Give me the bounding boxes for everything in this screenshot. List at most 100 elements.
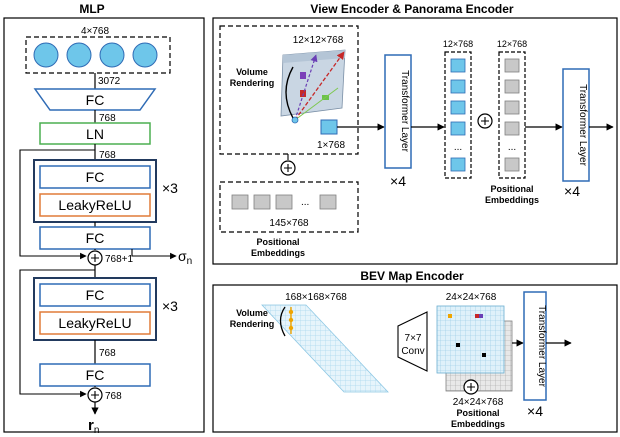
view-pos2-label-1: Positional xyxy=(490,184,533,194)
bev-pos-label-1: Positional xyxy=(456,408,499,418)
bev-encoder-title: BEV Map Encoder xyxy=(360,269,464,283)
mlp-dim-768: 768 xyxy=(99,348,116,359)
view-encoder-title: View Encoder & Panorama Encoder xyxy=(310,2,514,16)
mlp-fc-block xyxy=(39,165,151,189)
view-pos2-box xyxy=(498,51,526,179)
bev-transformer-repeat: ×4 xyxy=(527,403,543,419)
bev-transformer xyxy=(523,291,547,401)
bev-grid-map xyxy=(261,304,389,393)
volume-rendering-box xyxy=(219,25,359,155)
bev-feature-cell xyxy=(479,314,483,318)
mlp-input-token xyxy=(33,42,59,68)
view-tokens-ellipsis: ... xyxy=(454,142,462,153)
mlp-plus-icon xyxy=(91,254,99,262)
view-token-cell xyxy=(450,58,466,73)
bev-feature-grid xyxy=(436,305,505,374)
mlp-input-dim: 4×768 xyxy=(81,26,110,37)
mlp-fc-trapezoid xyxy=(33,88,157,111)
view-plus-icon-2 xyxy=(481,117,489,125)
bev-volume-label-2: Rendering xyxy=(230,319,275,329)
bev-grid-dim: 168×168×768 xyxy=(285,292,347,303)
view-transformer-1 xyxy=(384,54,412,169)
pos-embed-label-2: Embeddings xyxy=(251,248,305,258)
bev-feature-cell xyxy=(482,353,486,357)
mlp-input-token xyxy=(132,42,158,68)
pos-embed-label-1: Positional xyxy=(256,237,299,247)
bev-conv-label-1: 7×7 xyxy=(405,333,422,344)
bev-plus-icon xyxy=(467,383,475,391)
ray-green xyxy=(294,87,339,121)
mlp-dim-768: 768 xyxy=(99,113,116,124)
bev-sample-point xyxy=(288,317,294,323)
mlp-panel: MLP 4×768 3072 FC 768 LN 768 FC LeakyReL… xyxy=(3,2,205,436)
bev-transformer-label: Transformer Layer xyxy=(536,305,547,388)
mlp-fc-label: FC xyxy=(86,230,105,246)
view-pos2-dim: 12×768 xyxy=(497,39,527,49)
bev-feature-cell xyxy=(475,314,479,318)
camera-origin xyxy=(291,116,299,124)
mlp-flat-dim: 3072 xyxy=(98,76,121,87)
view-token-cell xyxy=(450,121,466,136)
mlp-frame xyxy=(3,17,205,433)
bev-conv-block xyxy=(397,311,428,372)
view-plus-icon xyxy=(284,164,292,172)
mlp-fc-label: FC xyxy=(86,367,105,383)
view-transformer-2-label: Transformer Layer xyxy=(577,84,588,167)
bev-pos-dim: 24×24×768 xyxy=(453,397,504,408)
view-tokens-box xyxy=(444,51,472,179)
pos2-token-cell xyxy=(504,79,520,94)
mlp-repeat-x3: ×3 xyxy=(162,180,178,196)
ray-purple xyxy=(294,54,318,121)
mlp-plus-icon xyxy=(91,391,99,399)
view-transformer-2-repeat: ×4 xyxy=(564,183,580,199)
volume-label-2: Rendering xyxy=(230,78,275,88)
pos2-token-cell xyxy=(504,58,520,73)
view-token-cell xyxy=(450,157,466,172)
pos2-token-cell xyxy=(504,157,520,172)
volume-brace xyxy=(285,66,294,119)
mlp-fc-label: FC xyxy=(86,287,105,303)
view-encoder-panel: View Encoder & Panorama Encoder 12×12×76… xyxy=(212,2,618,265)
view-transformer-1-repeat: ×4 xyxy=(390,173,406,189)
mlp-leaky-block xyxy=(39,193,151,217)
mlp-sigma: σn xyxy=(178,248,192,267)
bev-sample-point xyxy=(288,309,294,315)
mlp-repeat-x3: ×3 xyxy=(162,298,178,314)
mlp-fc-label: FC xyxy=(86,92,105,108)
mlp-residual-2 xyxy=(19,269,95,398)
mlp-leaky-block xyxy=(39,311,151,335)
mlp-residual-1 xyxy=(19,149,95,260)
mlp-dim-768-plus1: 768+1 xyxy=(105,254,134,265)
view-token xyxy=(320,119,338,135)
mlp-leaky-label: LeakyReLU xyxy=(58,197,131,213)
bev-feature-cell xyxy=(456,343,460,347)
mlp-input-token xyxy=(99,42,125,68)
mlp-fc-block xyxy=(39,283,151,307)
view-token-cell xyxy=(450,100,466,115)
view-transformer-1-label: Transformer Layer xyxy=(399,70,410,153)
bev-pos-label-2: Embeddings xyxy=(451,419,505,429)
view-tokens-dim: 12×768 xyxy=(443,39,473,49)
bev-brace xyxy=(279,306,286,337)
mlp-dim-768: 768 xyxy=(105,391,122,402)
volume-sample-purple xyxy=(300,72,306,79)
view-encoder-frame xyxy=(212,17,618,265)
bev-feat-dim: 24×24×768 xyxy=(446,292,497,303)
view-token-dim: 1×768 xyxy=(317,140,346,151)
mlp-fc-label: FC xyxy=(86,169,105,185)
view-pos2-ellipsis: ... xyxy=(508,142,516,153)
pos-token xyxy=(231,194,249,210)
pos2-token-cell xyxy=(504,100,520,115)
mlp-title: MLP xyxy=(79,2,104,16)
bev-encoder-frame xyxy=(212,284,618,433)
view-transformer-2 xyxy=(562,68,590,182)
pos-ellipsis: ... xyxy=(301,197,309,208)
ray-red xyxy=(294,51,345,121)
view-grid-dim: 12×12×768 xyxy=(293,35,344,46)
bev-encoder-panel: BEV Map Encoder 168×168×768 Volume Rende… xyxy=(212,269,618,433)
pos-token xyxy=(319,194,337,210)
bev-conv-label-2: Conv xyxy=(401,346,424,357)
pos-embed-box xyxy=(219,181,359,233)
view-token-cell xyxy=(450,79,466,94)
pos-token xyxy=(253,194,271,210)
